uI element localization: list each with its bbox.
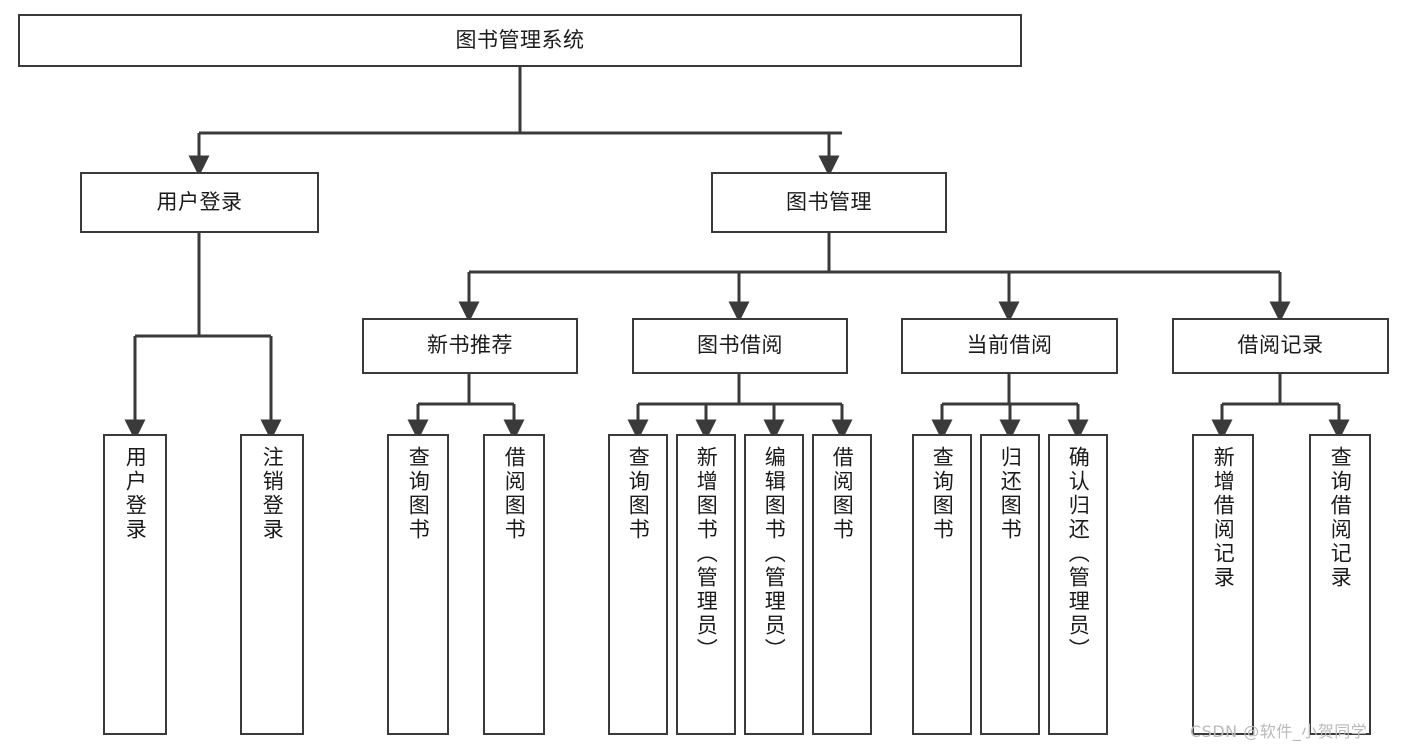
node-root-label: 图书管理系统 <box>455 27 585 52</box>
node-book-management-label: 图书管理 <box>786 189 872 214</box>
leaf-current-borrow-3[interactable]: 确认归还（管理员） <box>1048 434 1108 735</box>
leaf-new-book-2[interactable]: 借阅图书 <box>483 434 545 735</box>
node-new-book-recommend-label: 新书推荐 <box>427 333 513 358</box>
node-new-book-recommend[interactable]: 新书推荐 <box>362 318 578 374</box>
leaf-user-login-1-label: 用户登录 <box>123 446 148 542</box>
leaf-current-borrow-1-label: 查询图书 <box>930 446 955 542</box>
node-root[interactable]: 图书管理系统 <box>18 14 1022 67</box>
leaf-current-borrow-3-label: 确认归还（管理员） <box>1066 446 1091 662</box>
node-current-borrow[interactable]: 当前借阅 <box>901 318 1118 374</box>
leaf-borrow-records-2[interactable]: 查询借阅记录 <box>1309 434 1371 735</box>
node-book-borrow[interactable]: 图书借阅 <box>632 318 848 374</box>
leaf-user-login-2-label: 注销登录 <box>260 446 285 542</box>
leaf-borrow-records-1[interactable]: 新增借阅记录 <box>1192 434 1254 735</box>
leaf-user-login-2[interactable]: 注销登录 <box>240 434 304 735</box>
node-book-borrow-label: 图书借阅 <box>697 333 783 358</box>
leaf-current-borrow-2-label: 归还图书 <box>998 446 1023 542</box>
leaf-borrow-records-1-label: 新增借阅记录 <box>1211 446 1236 590</box>
csdn-watermark: CSDN @软件_小贺同学 <box>1190 722 1368 741</box>
node-book-management[interactable]: 图书管理 <box>711 172 947 233</box>
leaf-current-borrow-2[interactable]: 归还图书 <box>980 434 1040 735</box>
leaf-current-borrow-1[interactable]: 查询图书 <box>912 434 972 735</box>
leaf-book-borrow-3-label: 编辑图书（管理员） <box>762 446 787 662</box>
leaf-book-borrow-1[interactable]: 查询图书 <box>608 434 668 735</box>
leaf-book-borrow-1-label: 查询图书 <box>626 446 651 542</box>
leaf-new-book-1-label: 查询图书 <box>406 446 431 542</box>
node-user-login-label: 用户登录 <box>156 189 243 214</box>
leaf-book-borrow-2[interactable]: 新增图书（管理员） <box>676 434 736 735</box>
node-user-login[interactable]: 用户登录 <box>80 172 319 233</box>
leaf-book-borrow-4-label: 借阅图书 <box>830 446 855 542</box>
leaf-new-book-2-label: 借阅图书 <box>502 446 527 542</box>
leaf-new-book-1[interactable]: 查询图书 <box>387 434 449 735</box>
leaf-book-borrow-2-label: 新增图书（管理员） <box>694 446 719 662</box>
leaf-book-borrow-3[interactable]: 编辑图书（管理员） <box>744 434 804 735</box>
node-current-borrow-label: 当前借阅 <box>966 333 1053 358</box>
node-borrow-records[interactable]: 借阅记录 <box>1172 318 1389 374</box>
leaf-user-login-1[interactable]: 用户登录 <box>103 434 167 735</box>
node-borrow-records-label: 借阅记录 <box>1237 333 1324 358</box>
leaf-borrow-records-2-label: 查询借阅记录 <box>1328 446 1353 590</box>
leaf-book-borrow-4[interactable]: 借阅图书 <box>812 434 872 735</box>
